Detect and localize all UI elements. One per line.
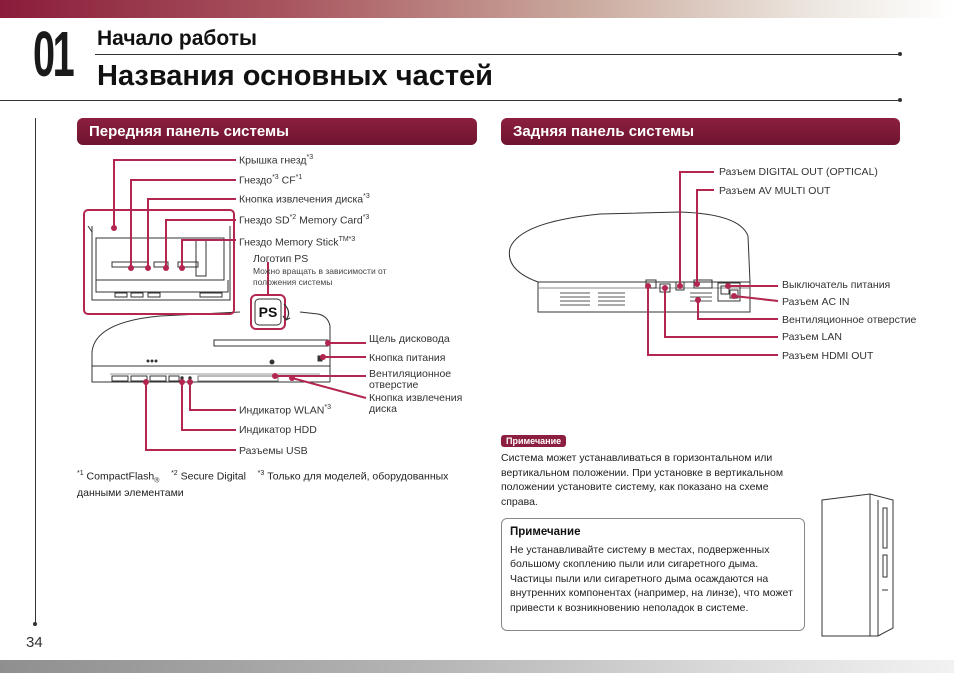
- dust-warning-title: Примечание: [510, 526, 581, 538]
- label-hdd-indicator: Индикатор HDD: [239, 424, 317, 436]
- top-gradient-bar: [0, 0, 954, 18]
- margin-line-end: [33, 622, 37, 626]
- label-memory-stick-slot: Гнездо Memory StickTM*3: [239, 236, 356, 249]
- label-cf-slot: Гнездо*3 CF*1: [239, 174, 303, 187]
- chapter-subtitle: Начало работы: [97, 27, 257, 50]
- svg-text:PS: PS: [259, 304, 278, 320]
- rear-panel-heading: Задняя панель системы: [501, 118, 900, 145]
- ps-logo-icon: PS: [254, 298, 291, 326]
- chapter-number: 01: [33, 18, 75, 90]
- footnotes: *1 CompactFlash® *2 Secure Digital *3 То…: [77, 470, 449, 500]
- bottom-gradient-bar: [0, 660, 954, 673]
- label-vent-front-1: Вентиляционное: [369, 368, 452, 380]
- label-eject-button-2: диска: [369, 403, 397, 415]
- label-eject-button-top: Кнопка извлечения диска*3: [239, 193, 370, 206]
- page-number: 34: [26, 634, 43, 651]
- ps-logo-note-2: положения системы: [253, 277, 333, 287]
- orientation-note: Система может устанавливаться в горизонт…: [501, 452, 784, 509]
- page-title: Названия основных частей: [97, 60, 493, 92]
- dust-warning-text: Не устанавливайте систему в местах, подв…: [510, 544, 793, 614]
- rule-top-end: [898, 52, 902, 56]
- label-slot-cover: Крышка гнезд*3: [239, 154, 314, 167]
- rule-bottom-end: [898, 98, 902, 102]
- rule-top: [95, 54, 900, 55]
- label-power-switch: Выключатель питания: [782, 279, 891, 291]
- ps-logo-note-1: Можно вращать в зависимости от: [253, 266, 387, 276]
- label-ps-logo: Логотип PS: [253, 253, 309, 265]
- note-badge: Примечание: [501, 435, 567, 447]
- label-av-multi-out: Разъем AV MULTI OUT: [719, 185, 831, 197]
- rule-bottom: [0, 100, 900, 101]
- label-hdmi-out: Разъем HDMI OUT: [782, 350, 874, 362]
- label-usb-ports: Разъемы USB: [239, 445, 308, 457]
- dust-warning-box: Примечание Не устанавливайте систему в м…: [501, 518, 805, 631]
- label-lan: Разъем LAN: [782, 331, 842, 343]
- label-sd-slot: Гнездо SD*2 Memory Card*3: [239, 214, 370, 227]
- label-wlan-indicator: Индикатор WLAN*3: [239, 404, 332, 417]
- label-vent-rear: Вентиляционное отверстие: [782, 314, 917, 326]
- label-disc-slot: Щель дисковода: [369, 333, 450, 345]
- label-power-button: Кнопка питания: [369, 352, 446, 364]
- label-ac-in: Разъем AC IN: [782, 296, 850, 308]
- label-vent-front-2: отверстие: [369, 379, 419, 391]
- margin-line: [35, 118, 36, 626]
- label-digital-out-optical: Разъем DIGITAL OUT (OPTICAL): [719, 166, 878, 178]
- front-panel-heading: Передняя панель системы: [77, 118, 477, 145]
- label-eject-button-1: Кнопка извлечения: [369, 392, 463, 404]
